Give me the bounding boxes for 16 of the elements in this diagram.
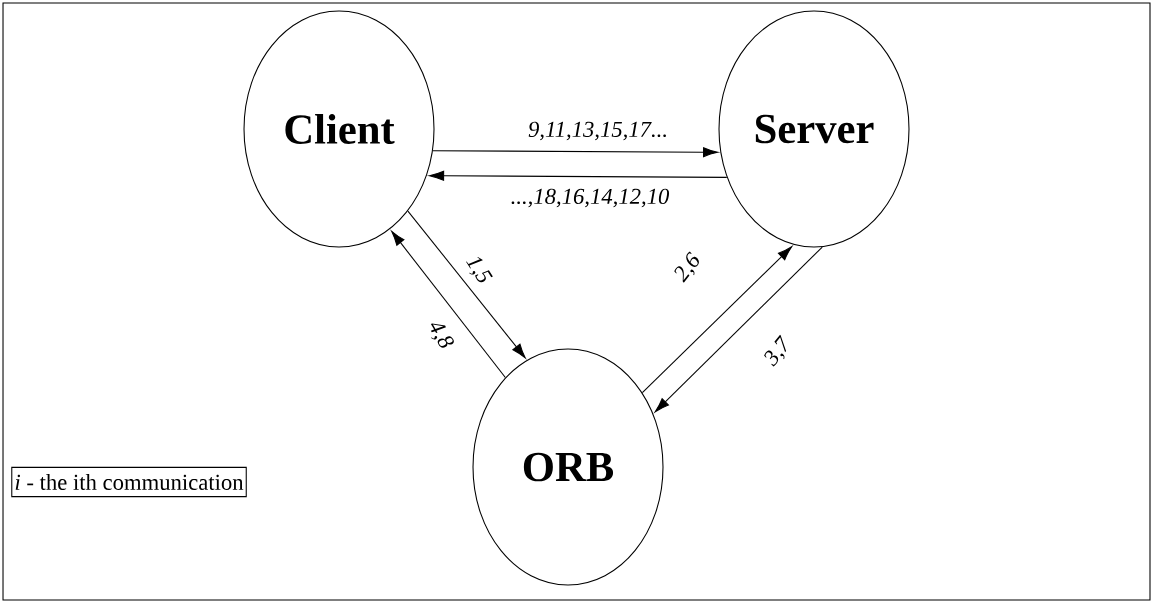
edge-label: ...,18,16,14,12,10	[511, 188, 670, 208]
ellipse-node: ORB	[472, 348, 664, 586]
arrow	[641, 246, 793, 394]
legend-box: i - the ith communication	[11, 466, 247, 498]
arrow	[391, 230, 506, 379]
edge-label: 2,6	[674, 251, 699, 283]
ellipse-node: Server	[718, 10, 910, 248]
edge-label: 4,8	[430, 323, 454, 348]
ellipse-node: Client	[243, 10, 435, 248]
arrow	[428, 170, 728, 181]
edge-label: 9,11,13,15,17...	[528, 121, 666, 141]
arrow	[654, 246, 823, 413]
edge-label: 3,7	[764, 334, 787, 367]
arrow	[432, 147, 719, 158]
edge-label: 1,5	[466, 257, 493, 283]
arrow	[407, 210, 526, 359]
